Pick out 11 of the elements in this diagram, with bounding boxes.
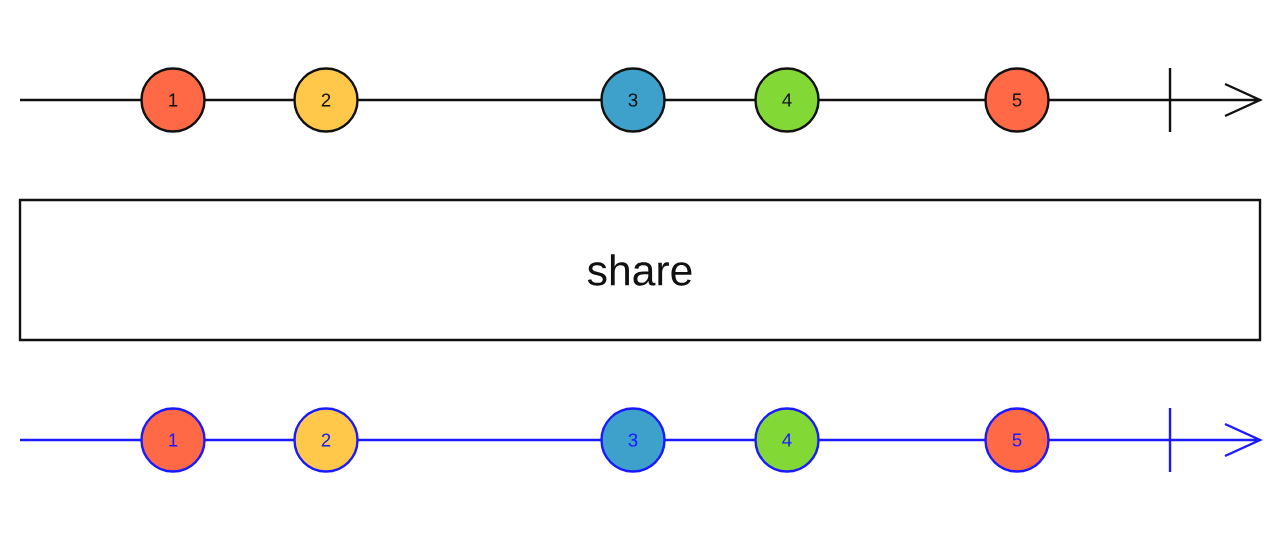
- marble: 5: [984, 67, 1050, 133]
- marble: 4: [754, 407, 820, 473]
- marble: 1: [140, 407, 206, 473]
- operator-box: share: [18, 198, 1262, 342]
- marble: 3: [600, 407, 666, 473]
- marble: 2: [293, 407, 359, 473]
- marble: 1: [140, 67, 206, 133]
- marble: 4: [754, 67, 820, 133]
- marble: 2: [293, 67, 359, 133]
- marble: 5: [984, 407, 1050, 473]
- marble: 3: [600, 67, 666, 133]
